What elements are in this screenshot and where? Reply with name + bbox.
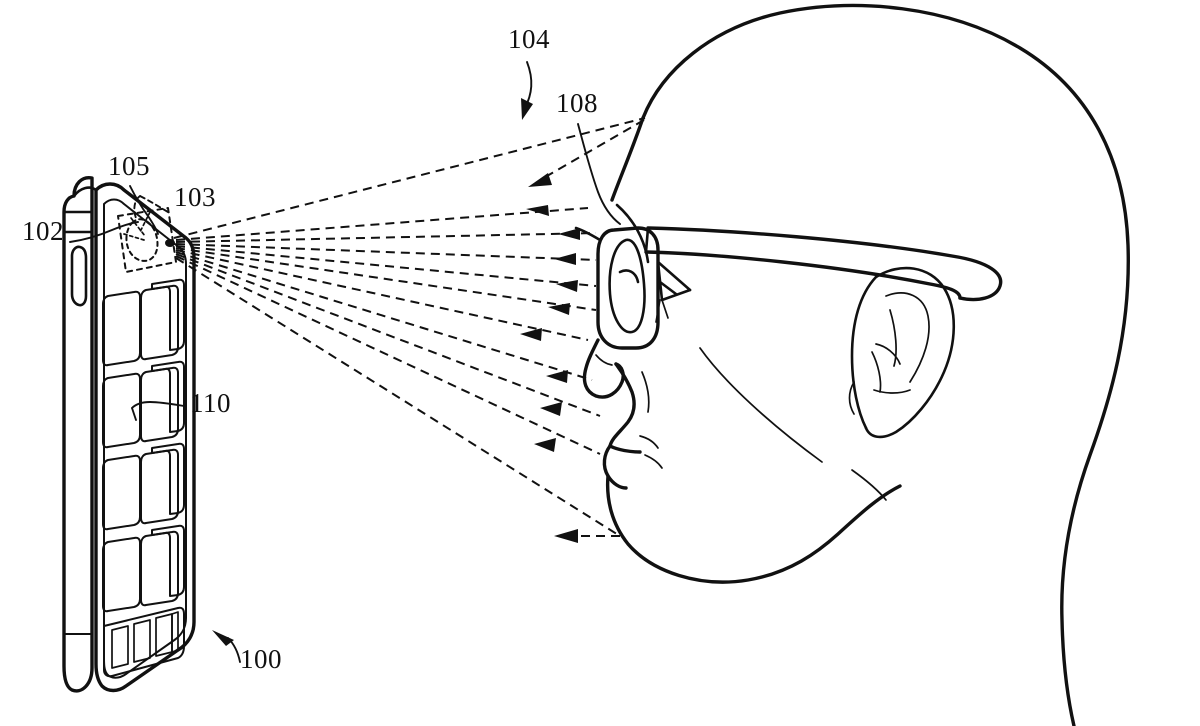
side-button [70, 245, 88, 307]
leader-110 [131, 401, 185, 421]
ref-numeral-104: 104 [508, 24, 550, 54]
mobile-phone [62, 176, 196, 693]
ear [848, 266, 956, 439]
leader-105 [129, 185, 159, 235]
leader-108 [577, 123, 621, 225]
ref-numeral-110: 110 [190, 388, 231, 418]
dock [103, 606, 185, 678]
ref-numeral-105: 105 [108, 151, 150, 181]
ref-numeral-102: 102 [22, 216, 64, 246]
leader-100 [212, 630, 241, 663]
projected-light-fan [173, 117, 646, 543]
ref-numeral-103: 103 [174, 182, 216, 212]
ref-numeral-100: 100 [240, 644, 282, 674]
ref-numeral-108: 108 [556, 88, 598, 118]
leader-102 [69, 221, 139, 243]
emitter-aperture [165, 239, 175, 247]
eyewear [574, 226, 1003, 350]
leader-104 [521, 61, 533, 120]
leader-103 [133, 195, 169, 219]
app-icon-grid [102, 278, 185, 613]
user-head-profile [582, 3, 1130, 726]
